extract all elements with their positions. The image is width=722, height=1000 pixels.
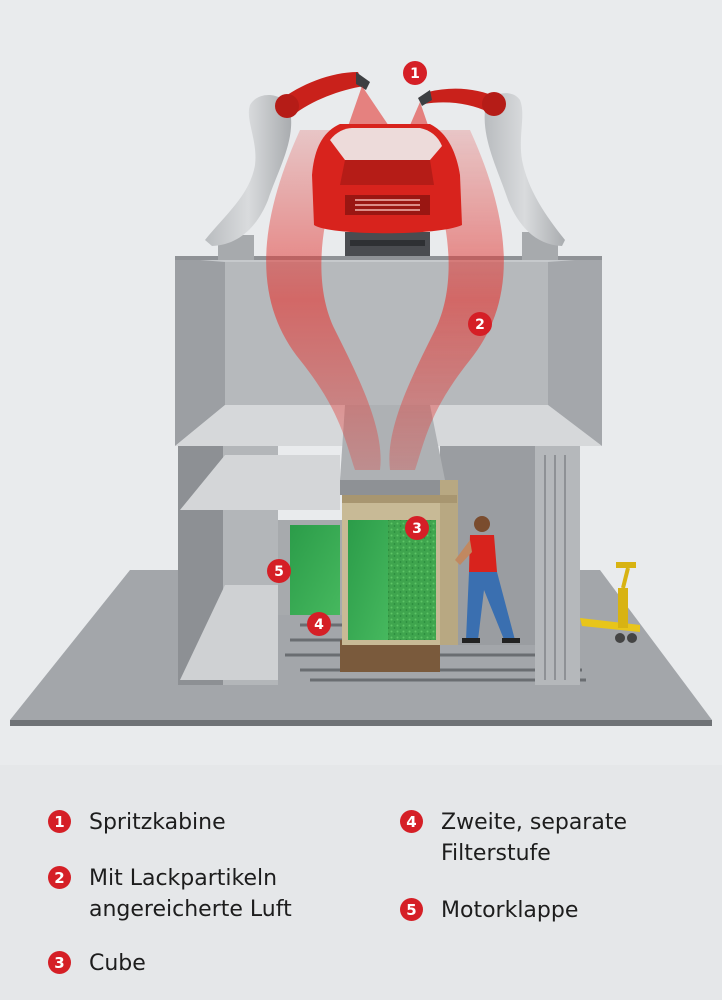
robot-arm-left [205,72,370,260]
legend-badge-2: 2 [48,866,71,889]
legend-item-3: 3 Cube [48,948,146,979]
legend-badge-3: 3 [48,951,71,974]
legend-badge-4: 4 [400,810,423,833]
callout-badge-2: 2 [468,312,492,336]
pallet-jack [580,562,640,643]
callout-number-3: 3 [412,521,422,537]
callout-number-2: 2 [475,317,485,333]
paint-laden-air-plume [266,130,504,470]
robot-arm-right [418,88,565,260]
legend-label-4: Zweite, separate Filterstufe [441,810,627,866]
legend-item-1: 1 Spritzkabine [48,807,226,838]
legend-badge-1: 1 [48,810,71,833]
car-body [312,124,462,256]
legend-label-5: Motorklappe [441,898,579,923]
callout-badge-4: 4 [307,612,331,636]
legend-label-2: Mit Lackpartikeln angereicherte Luft [89,866,292,922]
legend: 1 Spritzkabine 2 Mit Lackpartikeln anger… [0,765,722,1000]
motor-flap [290,525,340,615]
callout-badge-3: 3 [405,516,429,540]
worker-figure [455,516,520,643]
legend-item-2: 2 Mit Lackpartikeln angereicherte Luft [48,863,292,925]
legend-label-1: Spritzkabine [89,810,226,835]
callout-badge-1: 1 [403,61,427,85]
callout-number-5: 5 [274,564,284,580]
legend-item-4: 4 Zweite, separate Filterstufe [400,807,627,869]
legend-badge-5: 5 [400,898,423,921]
callout-badge-5: 5 [267,559,291,583]
cube-filter-unit [340,480,458,672]
paint-booth-illustration: 1 2 3 4 5 [10,61,712,726]
legend-label-3: Cube [89,951,146,976]
callout-number-1: 1 [410,66,420,82]
legend-item-5: 5 Motorklappe [400,895,578,926]
callout-number-4: 4 [314,617,324,633]
